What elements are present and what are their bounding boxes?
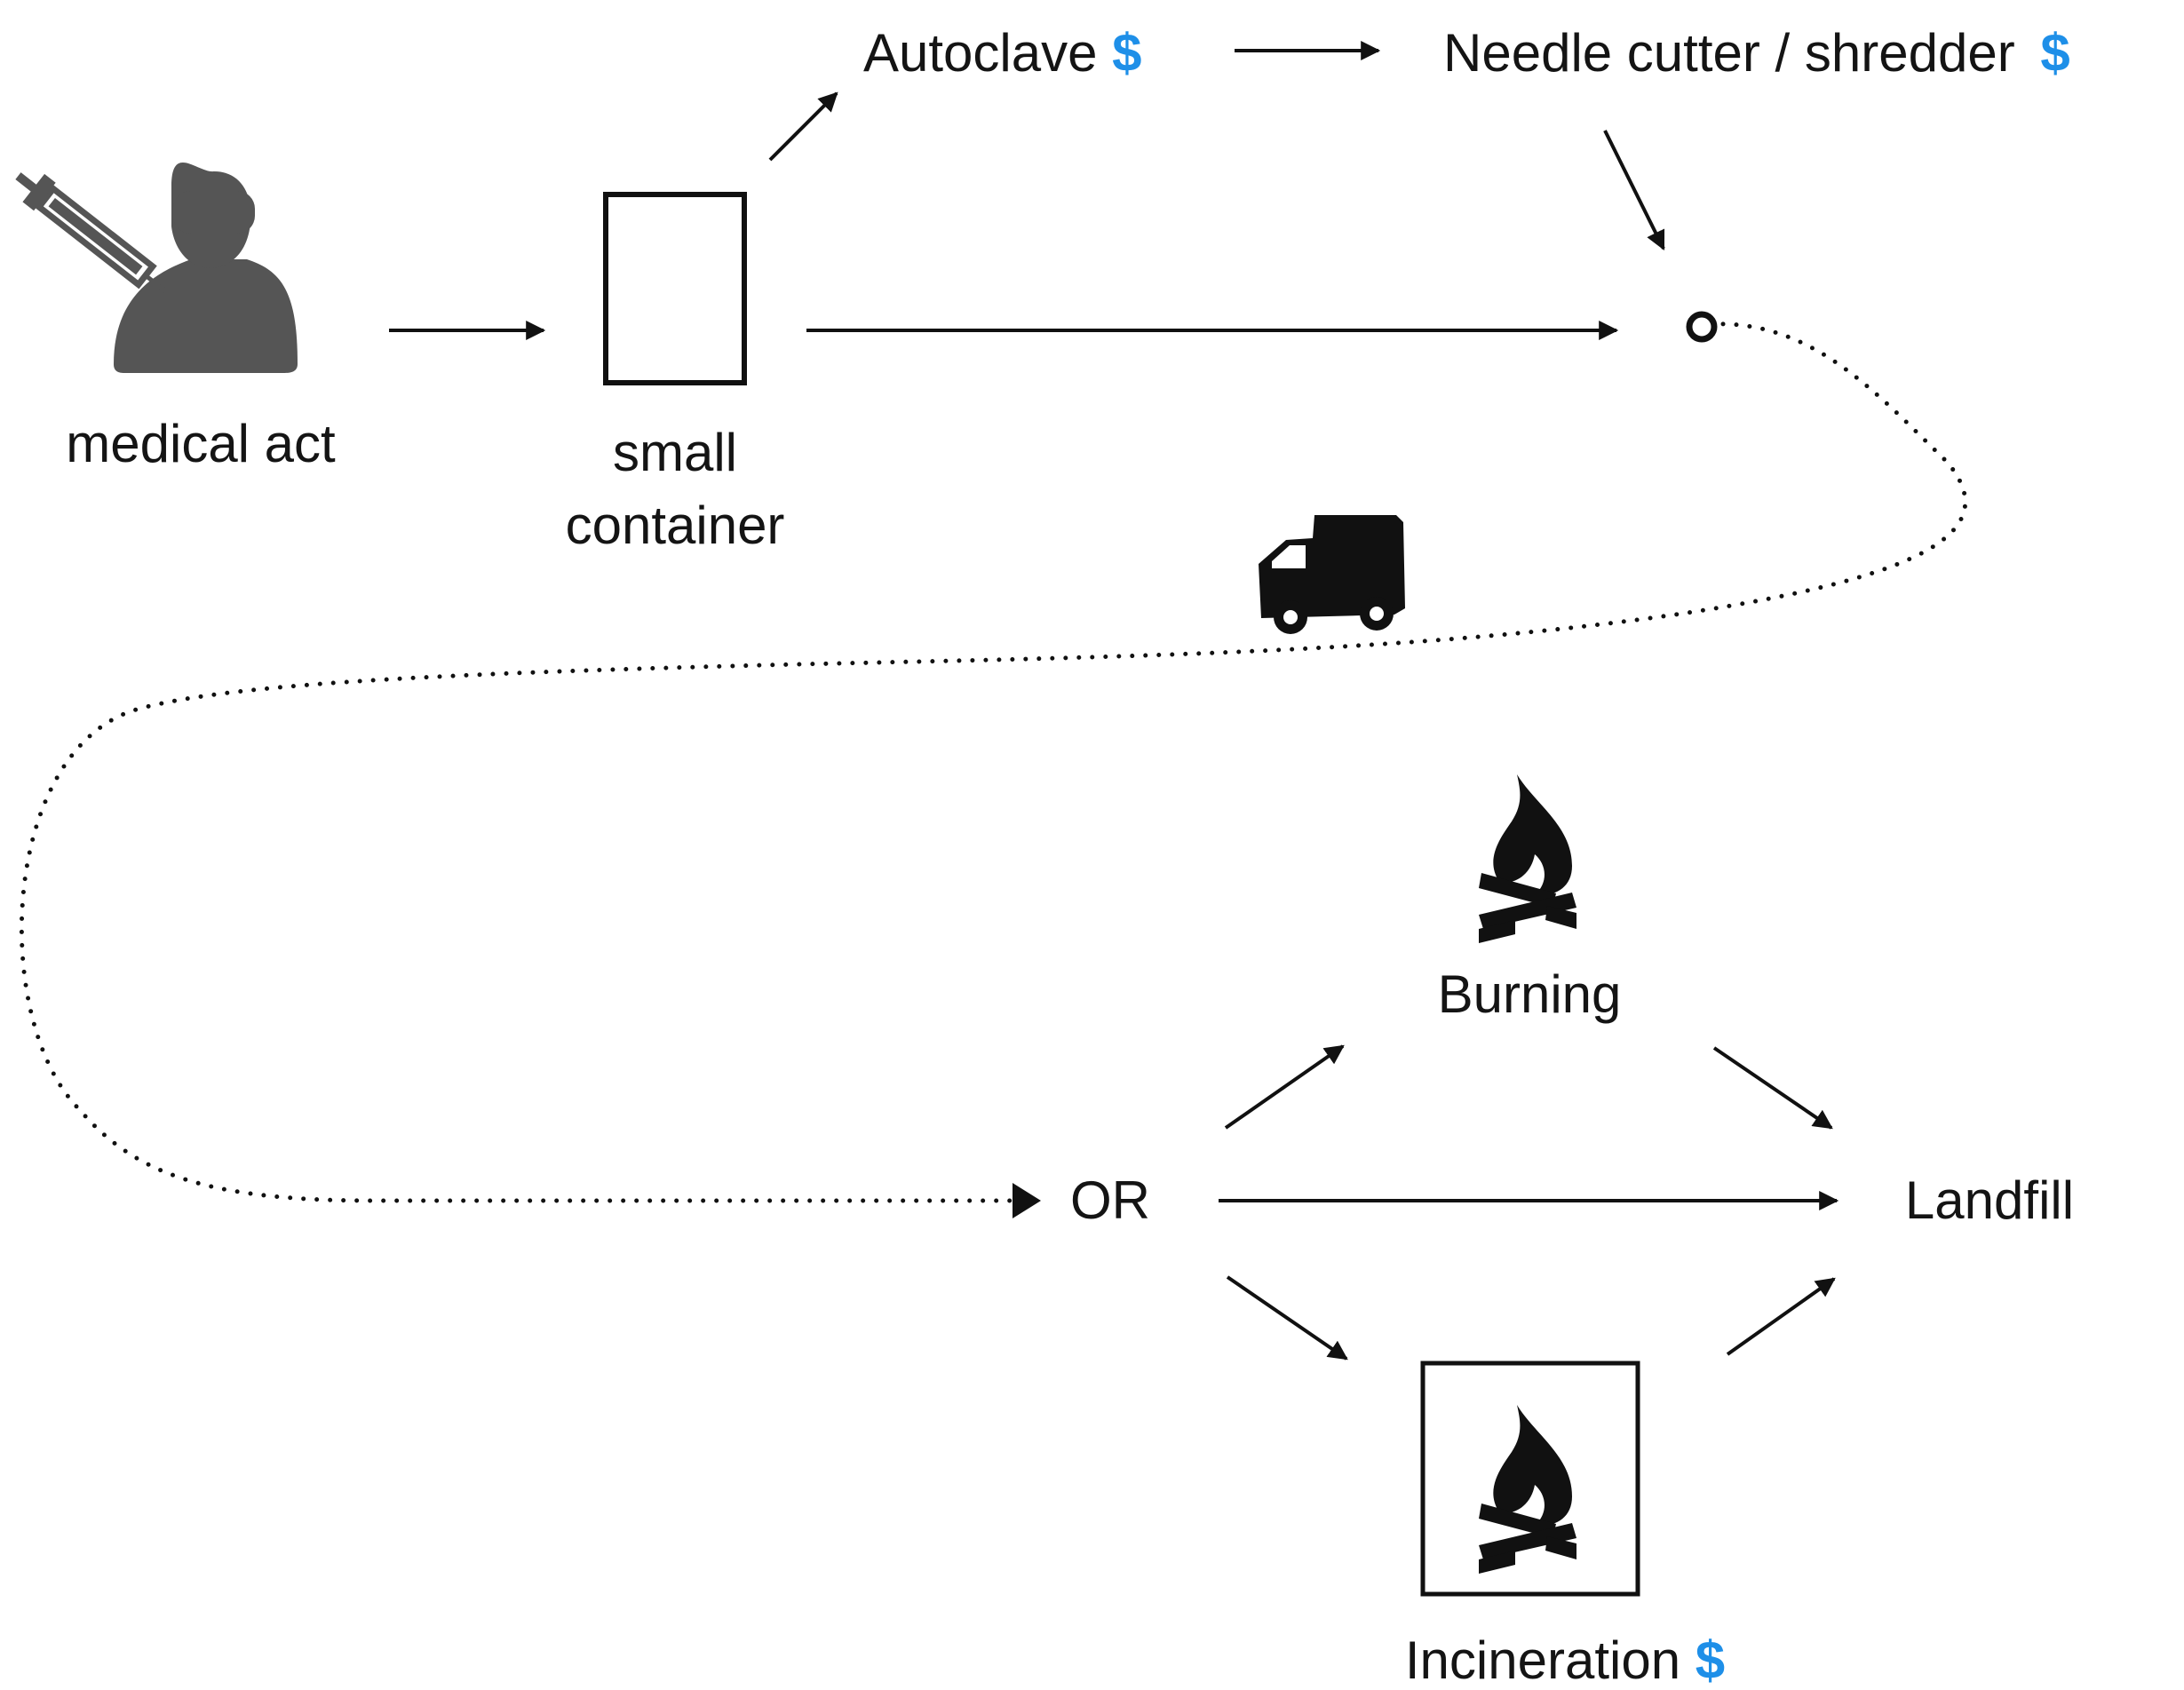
arrow-cutter-to-junction xyxy=(1603,130,1665,250)
autoclave-label: Autoclave xyxy=(863,23,1098,83)
or-label: OR xyxy=(1070,1170,1150,1230)
dotted-path-arrowhead-icon xyxy=(1013,1183,1041,1218)
incineration-label: Incineration xyxy=(1404,1630,1681,1690)
autoclave-cost-icon: $ xyxy=(1112,23,1142,83)
landfill-label: Landfill xyxy=(1904,1170,2075,1230)
small-container-label-line2: container xyxy=(565,496,785,555)
junction-circle-icon xyxy=(1686,311,1718,343)
autoclave-node: Autoclave $ xyxy=(863,27,1142,80)
medical-act-label: medical act xyxy=(66,414,336,473)
needle-cutter-cost-icon: $ xyxy=(2040,23,2070,83)
container-box-icon xyxy=(603,192,747,385)
needle-cutter-label: Needle cutter / shredder xyxy=(1443,23,2015,83)
arrow-or-to-burning xyxy=(1224,1044,1345,1130)
arrow-burning-to-landfill xyxy=(1712,1046,1833,1130)
incineration-cost-icon: $ xyxy=(1695,1630,1726,1690)
incinerator-campfire-icon xyxy=(1479,1405,1576,1574)
small-container-label-line1: small xyxy=(612,423,738,482)
needle-cutter-node: Needle cutter / shredder $ xyxy=(1443,27,2070,80)
truck-icon xyxy=(1259,515,1405,634)
arrow-or-to-incineration xyxy=(1226,1275,1348,1361)
dotted-transport-path xyxy=(19,321,1967,1203)
incineration-node: Incineration $ xyxy=(1405,1634,1725,1687)
arrow-incineration-to-landfill xyxy=(1726,1277,1836,1356)
person-injection-icon xyxy=(15,162,298,373)
burning-label: Burning xyxy=(1437,964,1622,1024)
campfire-icon xyxy=(1479,774,1576,943)
arrow-container-to-autoclave xyxy=(768,91,838,162)
